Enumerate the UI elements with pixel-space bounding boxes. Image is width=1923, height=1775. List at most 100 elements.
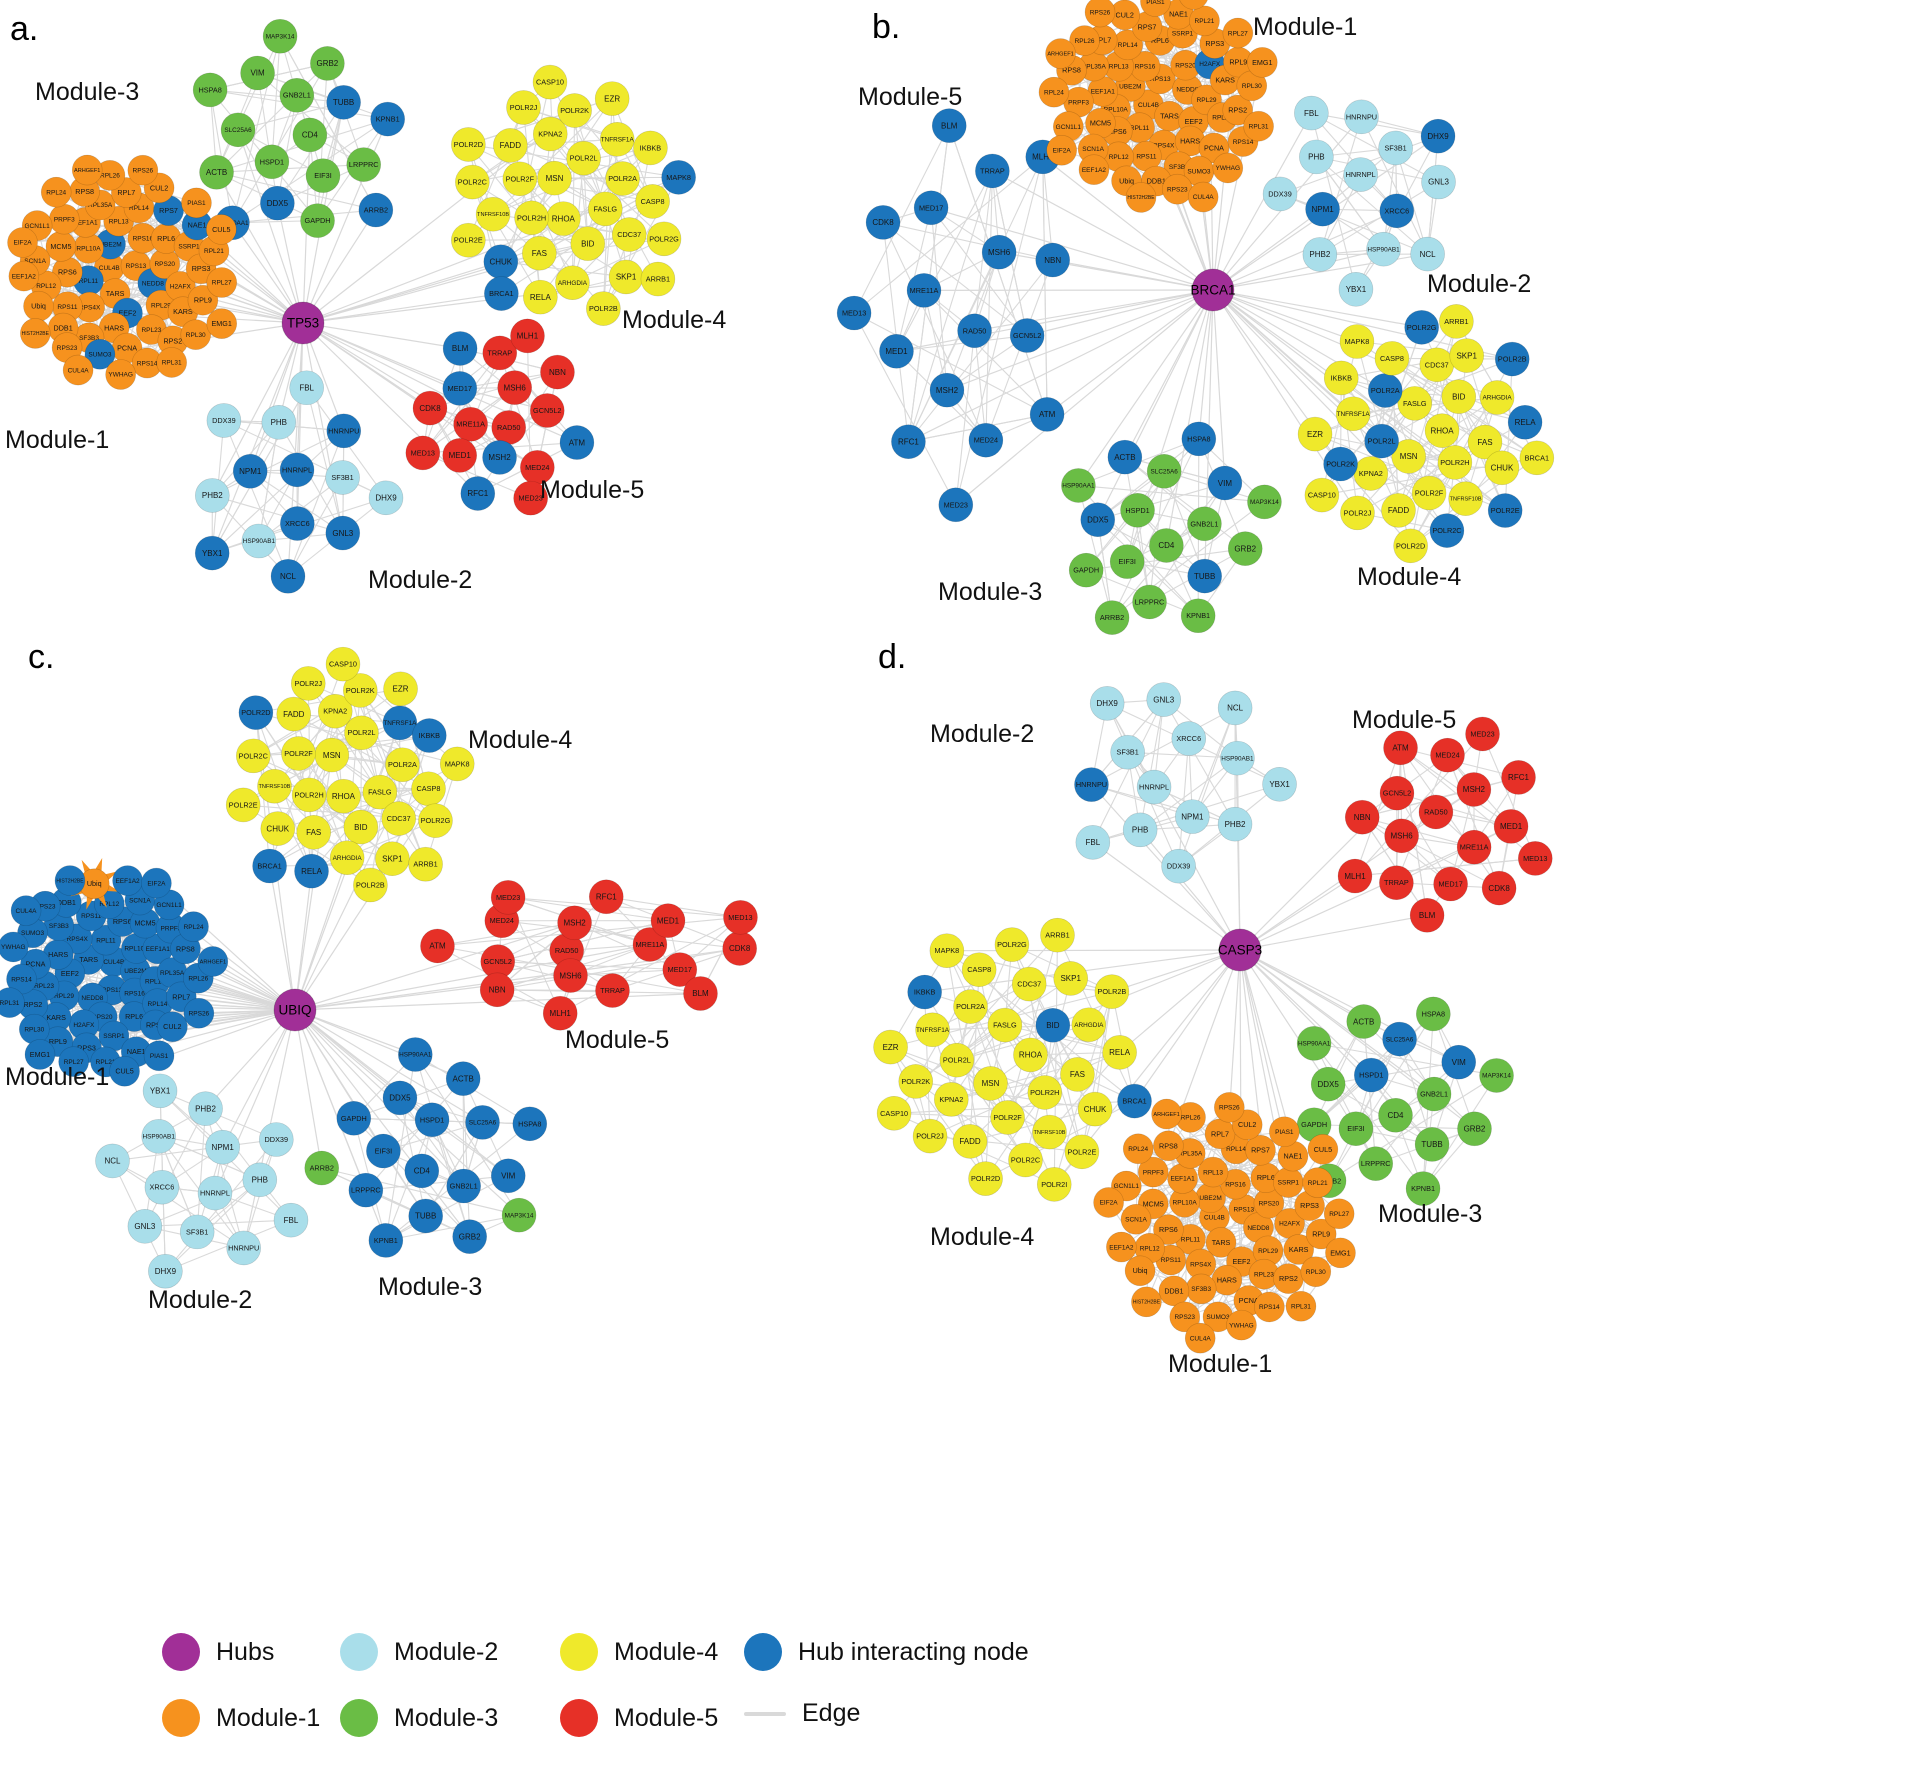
node-label: EMG1	[30, 1050, 50, 1059]
node-CASP10	[1304, 477, 1340, 513]
node-MAPK8	[439, 746, 475, 782]
edge	[216, 36, 281, 173]
node-POLR2D	[968, 1161, 1003, 1196]
node-label: ATM	[569, 438, 586, 447]
module-label-c-module-3: Module-3	[378, 1273, 482, 1301]
hub-edge	[294, 974, 571, 1011]
hub-edge	[302, 322, 431, 409]
node-ACTB	[199, 155, 234, 190]
node-POLR2G	[994, 927, 1030, 962]
node-label: POLR2D	[454, 140, 483, 149]
node-LRPPRC	[1358, 1146, 1394, 1181]
node-label: RPL27	[64, 1059, 84, 1066]
node-label: RPL7	[1211, 1129, 1229, 1138]
edge	[499, 352, 538, 468]
edge	[1360, 116, 1429, 255]
node-CUL4A	[62, 354, 94, 386]
node-EEF1A2	[8, 260, 40, 292]
node-label: RPL23	[141, 327, 161, 334]
node-label: MAPK8	[1345, 337, 1370, 346]
edge	[882, 221, 1028, 336]
node-label: FADD	[283, 710, 305, 719]
hub-edge	[294, 1009, 323, 1169]
hub-edge	[237, 129, 304, 324]
hub-edge	[1212, 248, 1384, 291]
edge	[212, 430, 345, 496]
edge	[496, 922, 575, 991]
module-label-b-module-1: Module-1	[1253, 13, 1357, 41]
node-HSPA8	[1416, 996, 1451, 1032]
node-label: DDB1	[54, 324, 73, 333]
node-label: CUL2	[1116, 10, 1134, 19]
hub-edge	[1239, 949, 1329, 1085]
node-label: SF3B3	[49, 923, 69, 930]
node-label: RPL12	[1109, 154, 1129, 161]
hub-edge	[302, 110, 575, 324]
hub-edge	[974, 289, 1214, 332]
node-MRE11A	[1456, 829, 1492, 865]
node-label: FBL	[284, 1216, 299, 1225]
node-label: RPL9	[49, 1037, 67, 1046]
node-label: HSPD1	[1125, 506, 1149, 515]
node-DDX5	[1310, 1066, 1346, 1102]
module-label-d-module-3: Module-3	[1378, 1200, 1482, 1228]
node-label: TNFRSF10B	[1034, 1130, 1066, 1136]
node-label: MED17	[668, 965, 692, 974]
node-SCN1A	[1120, 1203, 1152, 1235]
hub-edge	[294, 922, 575, 1011]
node-label: BLM	[941, 121, 958, 130]
edge	[853, 312, 1048, 415]
node-label: GCN1L1	[1114, 1183, 1140, 1190]
node-label: FADD	[959, 1137, 981, 1146]
node-label: EIF2A	[1053, 147, 1072, 154]
node-POLR2J	[290, 666, 326, 701]
hub-edge	[1212, 289, 1226, 484]
node-NCL	[270, 558, 306, 594]
node-label: MRE11A	[456, 420, 485, 429]
node-SLC25A6	[1146, 453, 1182, 489]
node-DDX39	[1161, 848, 1196, 884]
node-label: Ubiq	[87, 879, 102, 888]
node-label: MED1	[449, 451, 472, 460]
node-label: SKP1	[616, 273, 637, 282]
node-label: MAP3K14	[505, 1212, 534, 1219]
edge	[223, 420, 289, 577]
node-label: GCN5L2	[1383, 789, 1411, 798]
node-label: PCNA	[25, 960, 45, 969]
hub-edge	[1239, 949, 1372, 1076]
node-SF3B1	[179, 1214, 215, 1250]
node-label: SF3B3	[1191, 1286, 1211, 1293]
node-label: RFC1	[1508, 773, 1529, 782]
node-label: GNL3	[1153, 695, 1174, 704]
edge	[497, 947, 740, 991]
node-label: POLR2D	[971, 1174, 1000, 1183]
node-label: RPS2	[24, 1000, 43, 1009]
node-HSPA8	[192, 72, 228, 108]
node-label: HSPA8	[198, 85, 221, 94]
node-label: BRCA1	[257, 861, 281, 870]
node-label: ARRB2	[1100, 613, 1124, 622]
node-label: RPL6	[157, 234, 175, 243]
edge	[216, 63, 328, 173]
node-label: BRCA1	[489, 289, 513, 298]
node-label: PHB2	[202, 491, 223, 500]
node-EIF2A	[141, 867, 172, 899]
node-label: ARHGDIA	[1483, 395, 1513, 402]
node-MED1	[650, 903, 686, 938]
node-label: RPS13	[1234, 1207, 1255, 1214]
hub-edge	[222, 1009, 296, 1148]
edge	[1139, 699, 1165, 830]
edge	[112, 1138, 277, 1162]
node-label: RPS13	[1150, 76, 1171, 83]
node-CHUK	[1077, 1091, 1113, 1127]
node-label: BID	[581, 239, 595, 248]
node-label: EEF2	[1232, 1257, 1250, 1266]
edge	[1111, 438, 1200, 618]
node-label: MRE11A	[636, 940, 665, 949]
node-RPL26	[1069, 25, 1100, 56]
hub-edge	[1077, 289, 1214, 486]
node-label: RPS8	[1062, 66, 1081, 75]
node-HSPA8	[512, 1106, 548, 1142]
node-label: FAS	[1070, 1070, 1085, 1079]
node-label: RPS7	[1251, 1146, 1270, 1155]
